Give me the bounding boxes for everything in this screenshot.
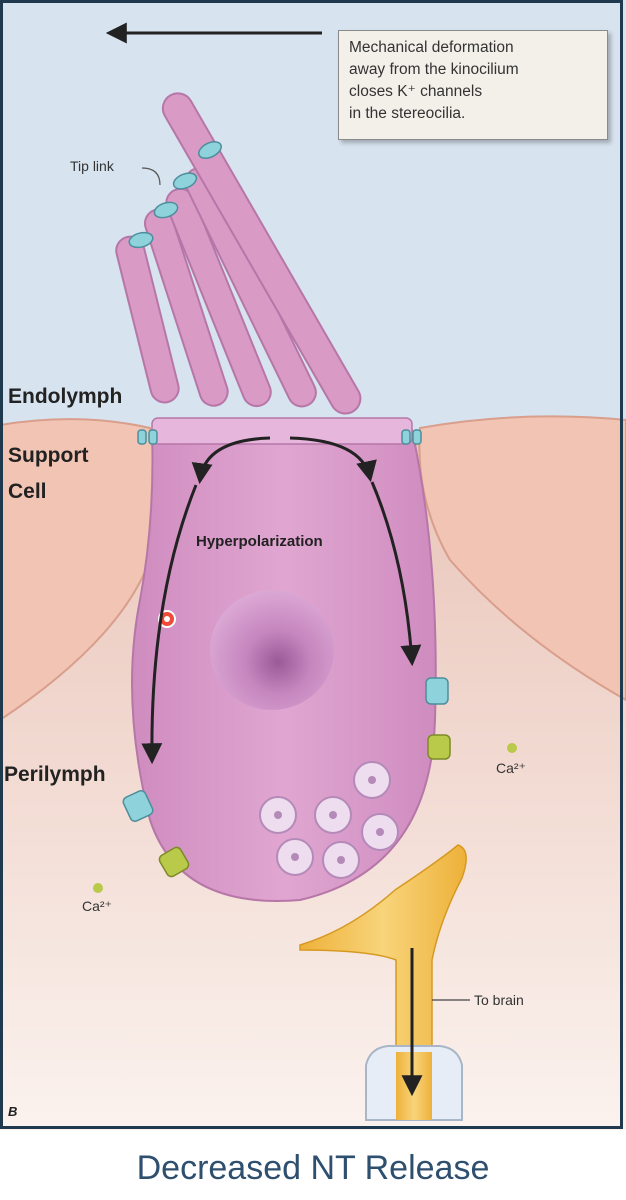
tip-link-channels (128, 141, 222, 249)
current-arrow-left (191, 436, 271, 485)
ca-ion-right (507, 743, 517, 753)
ca-channel-right (427, 734, 451, 760)
current-arrow-down-left (141, 484, 198, 765)
callout-box: Mechanical deformation away from the kin… (338, 30, 608, 140)
endolymph-label: Endolymph (8, 385, 123, 408)
stereocilium-1 (115, 235, 180, 404)
figure-frame (0, 0, 623, 1129)
current-arrow-right (289, 436, 377, 483)
hyperpolarization-label: Hyperpolarization (196, 533, 323, 550)
perilymph-label: Perilymph (4, 763, 106, 786)
k-channel-right (425, 677, 449, 705)
ca-label-right: Ca²⁺ (496, 760, 526, 776)
current-arrow-down-right (370, 481, 422, 667)
stereocilia (115, 92, 362, 415)
kinocilium (161, 92, 362, 415)
support-cell-label-line2: Cell (8, 480, 47, 503)
panel-letter: B (8, 1104, 18, 1119)
junction-channels (137, 429, 422, 445)
stereocilium-3 (165, 187, 272, 408)
cuticular-plate (151, 417, 413, 445)
support-cell-right (418, 415, 626, 702)
k-channel-left (122, 790, 154, 822)
callout-line: in the stereocilia. (349, 105, 466, 122)
ca-ion-left (93, 883, 103, 893)
hair-cell-diagram: Mechanical deformation away from the kin… (0, 0, 626, 1130)
tip-link-leader (141, 167, 161, 186)
ca-channel-left (158, 846, 190, 878)
tip-link-label: Tip link (70, 158, 114, 174)
callout-line: away from the kinocilium (349, 61, 519, 78)
to-brain-label: To brain (474, 992, 524, 1008)
ca-label-left: Ca²⁺ (82, 898, 112, 914)
nucleus (210, 590, 334, 710)
callout-line: closes K⁺ channels (349, 83, 483, 100)
callout-line: Mechanical deformation (349, 39, 514, 56)
support-cell-label-line1: Support (8, 444, 89, 467)
caption: Decreased NT Release (136, 1149, 490, 1187)
